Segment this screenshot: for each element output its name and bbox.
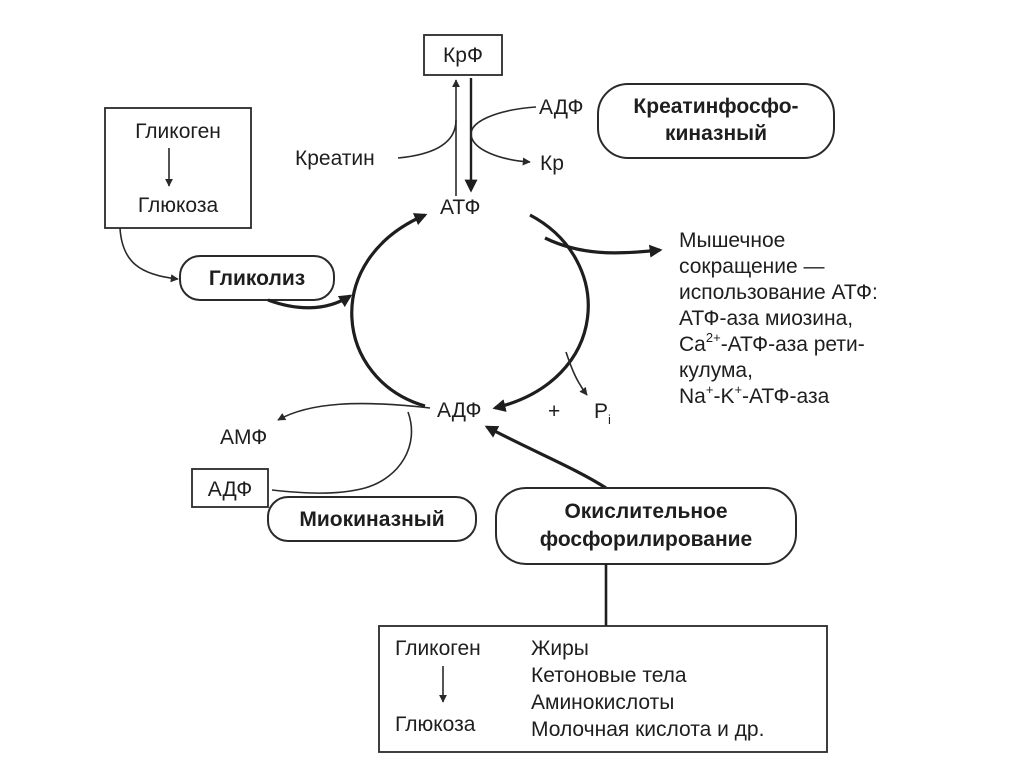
oxphos-label-1: Окислительное xyxy=(564,500,727,523)
contraction-section: Мышечное сокращение — использование АТФ:… xyxy=(544,229,878,408)
contraction-line-5: Ca2+-АТФ-аза рети- xyxy=(679,330,865,356)
atf-label: АТФ xyxy=(440,196,480,219)
adf-to-amf-curve xyxy=(277,402,431,421)
plus-label: + xyxy=(548,400,560,423)
oxphos-label-2: фосфорилирование xyxy=(540,528,752,551)
contraction-line-4: АТФ-аза миозина, xyxy=(679,307,853,330)
glucose-to-glycolysis-curve xyxy=(119,227,179,283)
creatine-kinase-pill xyxy=(597,83,835,159)
substrates-box xyxy=(378,625,828,753)
adf-box xyxy=(191,468,269,508)
amf-label: АМФ xyxy=(220,426,267,449)
myokinase-pill xyxy=(267,496,477,542)
oxphos-pill xyxy=(495,487,797,565)
glycogen-top-label: Гликоген xyxy=(135,120,221,143)
contraction-line-6: кулума, xyxy=(679,359,753,382)
adf-box-label: АДФ xyxy=(208,478,252,501)
adf-to-kr-curve xyxy=(470,106,537,166)
creatine-label: Креатин xyxy=(295,147,375,170)
creatine-phosphate-section: КрФ АДФ Кр Креатин Креатинфосфо- киназны… xyxy=(295,34,835,196)
substrate-item: Аминокислоты xyxy=(531,691,674,714)
creatine-to-krf-curve xyxy=(397,119,457,159)
substrates-glycogen: Гликоген xyxy=(395,637,481,660)
pi-label: Pi xyxy=(594,400,611,427)
contraction-line-3: использование АТФ: xyxy=(679,281,878,304)
krf-label: КрФ xyxy=(443,44,483,67)
creatine-kinase-label-1: Креатинфосфо- xyxy=(633,95,798,118)
substrate-item: Кетоновые тела xyxy=(531,664,687,687)
atp-adp-cycle xyxy=(350,213,590,412)
contraction-line-1: Мышечное xyxy=(679,229,785,252)
myokinase-label: Миокиназный xyxy=(299,508,444,531)
creatine-kinase-label-2: киназный xyxy=(665,122,767,145)
pi-release-arrow xyxy=(565,351,588,396)
oxphos-section: Окислительное фосфорилирование Гликоген … xyxy=(378,425,828,753)
substrates-glucose: Глюкоза xyxy=(395,713,476,736)
cycle-right-arc xyxy=(492,213,590,412)
adf-top-label: АДФ xyxy=(539,96,583,119)
adf-mid-label: АДФ xyxy=(437,399,481,422)
glycolysis-to-cycle-arrow xyxy=(267,294,353,310)
kr-label: Кр xyxy=(540,152,564,175)
krf-box xyxy=(423,34,503,76)
glycogen-box-top xyxy=(104,107,252,229)
cycle-left-arc xyxy=(350,213,428,408)
glycolysis-pill xyxy=(179,255,335,301)
myokinase-section: АМФ АДФ Миокиназный xyxy=(191,402,477,542)
myokinase-loop xyxy=(271,411,413,494)
glycolysis-section: Гликоген Глюкоза Гликолиз xyxy=(104,107,353,310)
contraction-line-2: сокращение — xyxy=(679,255,825,278)
substrate-item: Молочная кислота и др. xyxy=(531,718,764,741)
atf-to-contraction-arrow xyxy=(544,236,663,258)
glycolysis-label: Гликолиз xyxy=(209,267,305,290)
oxphos-to-adf-arrow xyxy=(484,425,607,490)
substrate-item: Жиры xyxy=(531,637,589,660)
glucose-top-label: Глюкоза xyxy=(138,194,219,217)
contraction-line-7: Na+-K+-АТФ-аза xyxy=(679,382,830,408)
